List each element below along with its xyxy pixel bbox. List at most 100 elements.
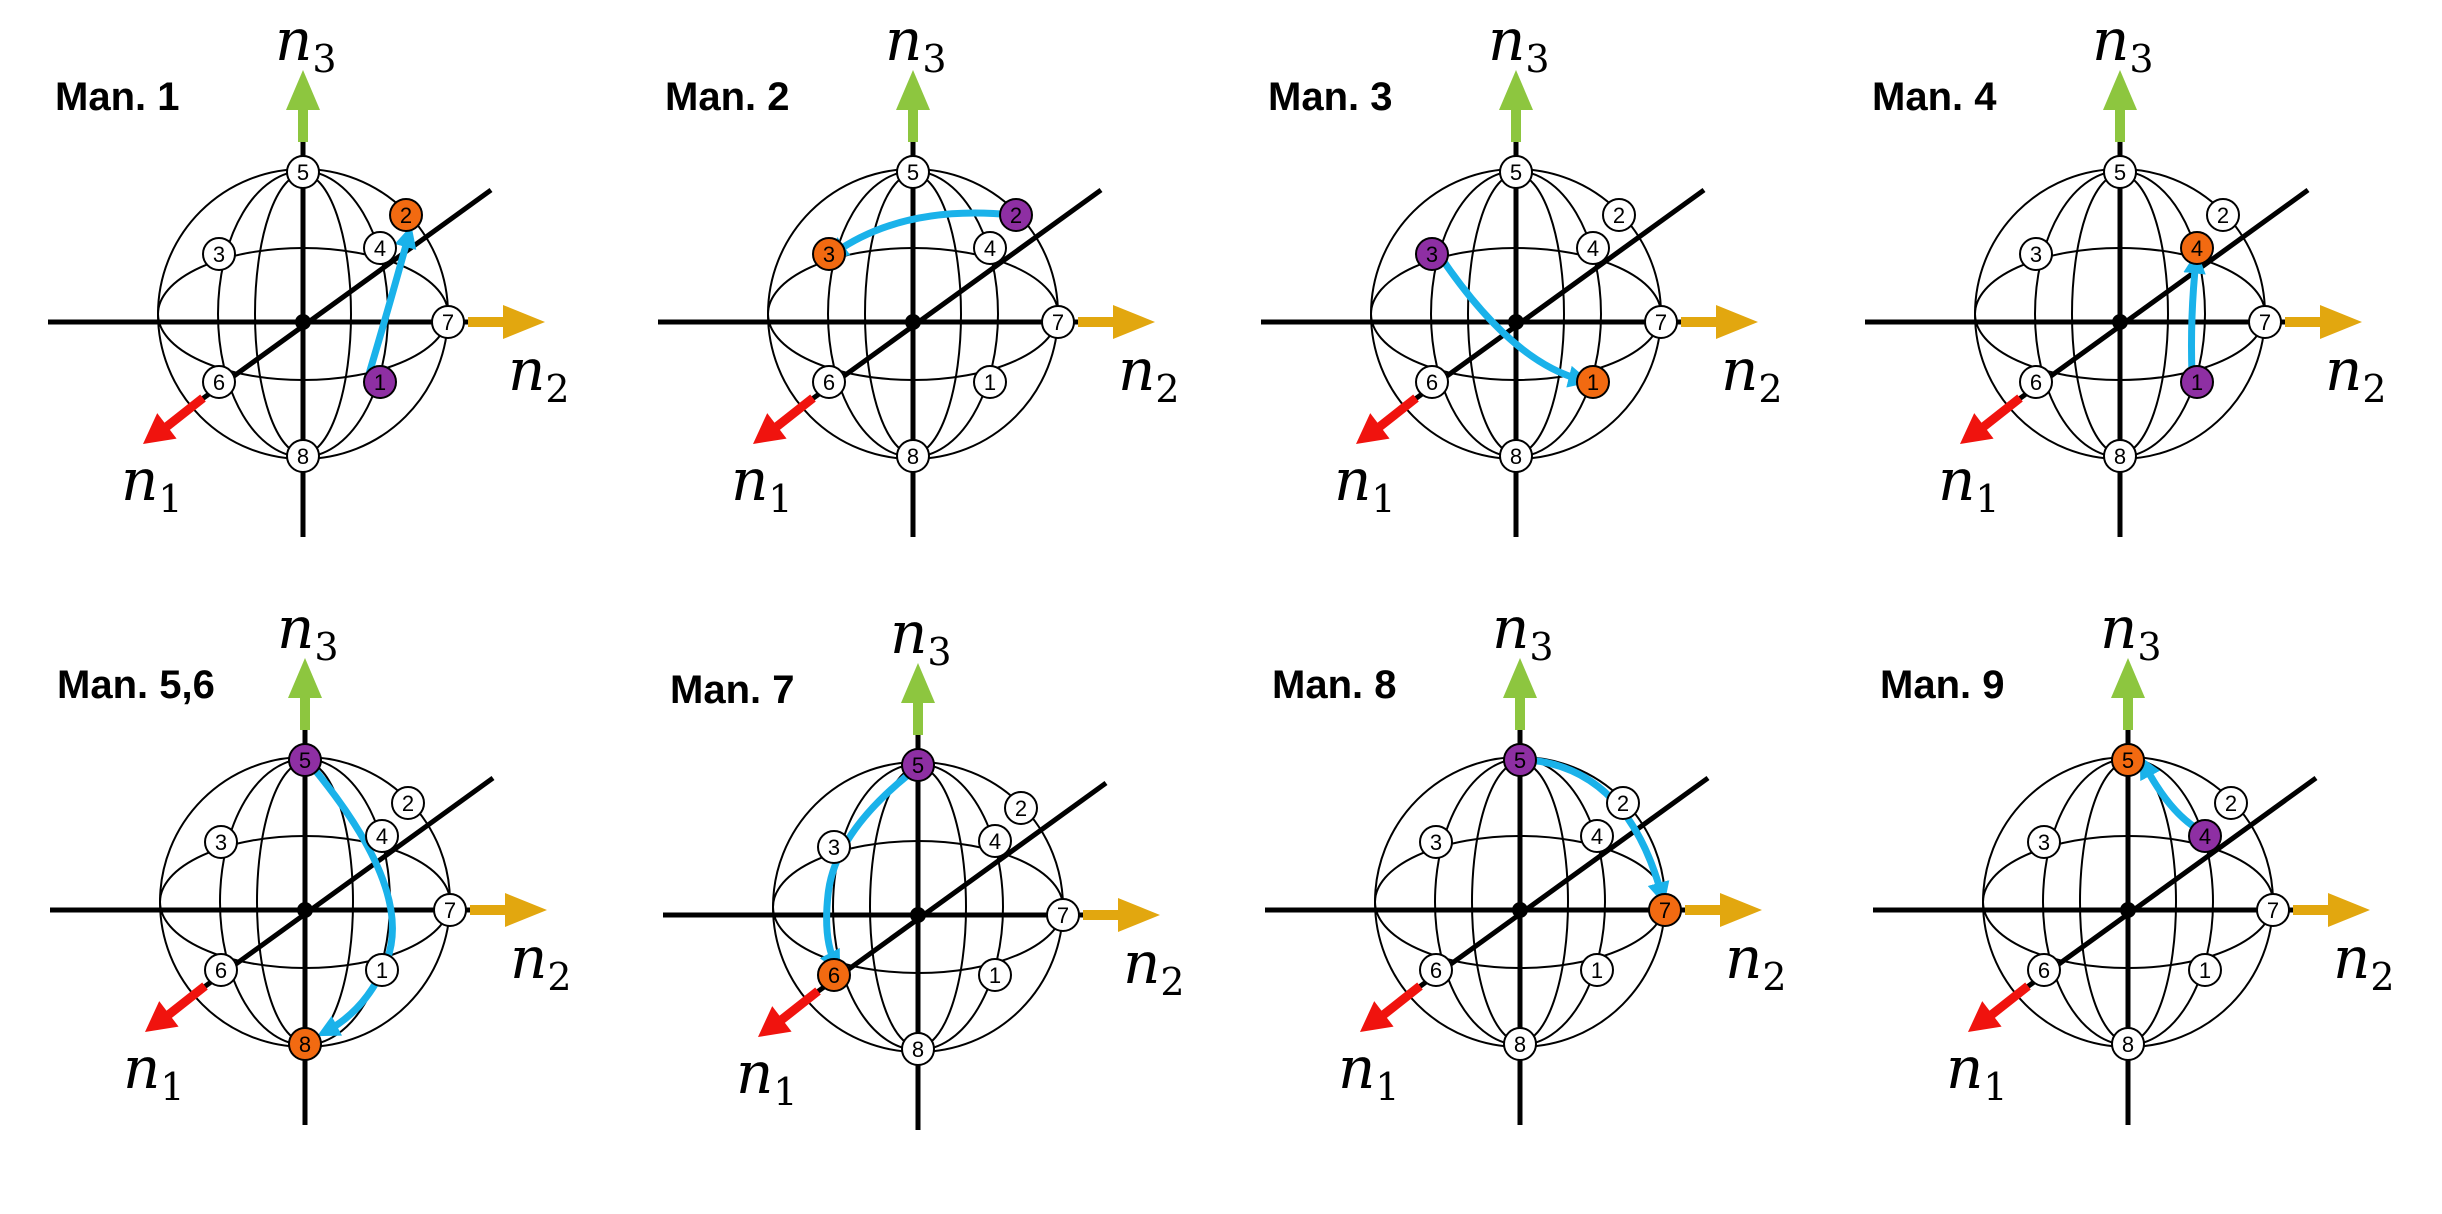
node-7: 7 bbox=[431, 305, 465, 339]
n3-axis-label: n3 bbox=[2100, 594, 2162, 669]
node-label: 2 bbox=[400, 203, 412, 228]
n2-axis-label: n2 bbox=[1118, 336, 1180, 411]
node-circle bbox=[2180, 365, 2214, 399]
node-label: 4 bbox=[374, 236, 386, 261]
node-6: 6 bbox=[1419, 953, 1453, 987]
node-6: 6 bbox=[2027, 953, 2061, 987]
panel-title: Man. 8 bbox=[1272, 663, 1396, 707]
node-circle bbox=[2248, 305, 2282, 339]
node-7: 7 bbox=[433, 893, 467, 927]
node-label: 6 bbox=[1430, 958, 1442, 983]
node-label: 6 bbox=[823, 370, 835, 395]
node-1: 1 bbox=[365, 953, 399, 987]
node-circle bbox=[1580, 953, 1614, 987]
node-label: 3 bbox=[213, 242, 225, 267]
node-5: 5 bbox=[2103, 155, 2137, 189]
node-2: 2 bbox=[999, 198, 1033, 232]
node-label: 1 bbox=[376, 958, 388, 983]
maneuver-arrow bbox=[365, 225, 417, 378]
n3-arrow-head bbox=[901, 663, 935, 703]
node-label: 2 bbox=[2225, 791, 2237, 816]
node-circle bbox=[365, 819, 399, 853]
n3-arrow-head bbox=[286, 70, 320, 110]
node-2: 2 bbox=[389, 198, 423, 232]
node-label: 3 bbox=[1426, 242, 1438, 267]
n3-axis-label: n3 bbox=[885, 6, 947, 81]
node-label: 2 bbox=[1617, 791, 1629, 816]
n1-arrow-head bbox=[143, 413, 177, 444]
maneuver-arrow bbox=[819, 771, 912, 973]
node-label: 3 bbox=[2030, 242, 2042, 267]
n1-arrow-shaft bbox=[1979, 394, 2023, 432]
node-5: 5 bbox=[1499, 155, 1533, 189]
node-3: 3 bbox=[812, 237, 846, 271]
node-label: 7 bbox=[444, 898, 456, 923]
node-label: 1 bbox=[2191, 370, 2203, 395]
node-label: 7 bbox=[1659, 898, 1671, 923]
maneuver-arrow bbox=[825, 209, 1017, 260]
node-label: 1 bbox=[989, 963, 1001, 988]
n3-axis-label: n3 bbox=[275, 6, 337, 81]
node-label: 5 bbox=[907, 160, 919, 185]
node-label: 8 bbox=[912, 1037, 924, 1062]
node-2: 2 bbox=[2206, 198, 2240, 232]
n1-axis-label: n1 bbox=[121, 446, 183, 521]
node-circle bbox=[1499, 155, 1533, 189]
node-1: 1 bbox=[978, 958, 1012, 992]
node-label: 2 bbox=[402, 791, 414, 816]
node-label: 8 bbox=[907, 444, 919, 469]
node-circle bbox=[365, 953, 399, 987]
node-6: 6 bbox=[812, 365, 846, 399]
node-5: 5 bbox=[901, 748, 935, 782]
node-label: 3 bbox=[828, 835, 840, 860]
n2-arrow-head bbox=[503, 305, 545, 339]
node-label: 4 bbox=[984, 236, 996, 261]
node-circle bbox=[2256, 893, 2290, 927]
node-circle bbox=[973, 231, 1007, 265]
node-circle bbox=[286, 155, 320, 189]
node-circle bbox=[812, 365, 846, 399]
node-circle bbox=[2180, 231, 2214, 265]
n1-arrow-head bbox=[758, 1006, 792, 1037]
n1-axis-label: n1 bbox=[1938, 446, 2000, 521]
node-circle bbox=[363, 365, 397, 399]
n3-arrow-head bbox=[288, 658, 322, 698]
node-label: 5 bbox=[1510, 160, 1522, 185]
node-circle bbox=[978, 958, 1012, 992]
n1-axis-label: n1 bbox=[1334, 446, 1396, 521]
node-3: 3 bbox=[204, 825, 238, 859]
node-circle bbox=[973, 365, 1007, 399]
node-circle bbox=[204, 825, 238, 859]
node-label: 1 bbox=[374, 370, 386, 395]
node-1: 1 bbox=[2188, 953, 2222, 987]
node-2: 2 bbox=[1602, 198, 1636, 232]
node-circle bbox=[2019, 365, 2053, 399]
n2-axis-label: n2 bbox=[2325, 336, 2387, 411]
node-circle bbox=[1499, 439, 1533, 473]
node-4: 4 bbox=[2180, 231, 2214, 265]
node-3: 3 bbox=[202, 237, 236, 271]
node-label: 2 bbox=[1015, 796, 1027, 821]
node-8: 8 bbox=[2103, 439, 2137, 473]
node-label: 8 bbox=[2122, 1032, 2134, 1057]
n1-axis-label: n1 bbox=[731, 446, 793, 521]
n3-arrow-head bbox=[1499, 70, 1533, 110]
n2-arrow-head bbox=[1720, 893, 1762, 927]
node-circle bbox=[2214, 786, 2248, 820]
node-circle bbox=[288, 1027, 322, 1061]
node-circle bbox=[2188, 819, 2222, 853]
panel-title: Man. 5,6 bbox=[57, 663, 215, 707]
n1-arrow-shaft bbox=[1987, 982, 2031, 1020]
n2-arrow-head bbox=[2328, 893, 2370, 927]
node-circle bbox=[901, 1032, 935, 1066]
n1-axis-line bbox=[198, 775, 495, 993]
node-label: 6 bbox=[2038, 958, 2050, 983]
panel-title: Man. 2 bbox=[665, 75, 789, 119]
node-circle bbox=[896, 155, 930, 189]
node-label: 6 bbox=[215, 958, 227, 983]
node-circle bbox=[1419, 825, 1453, 859]
origin-dot bbox=[1512, 902, 1528, 918]
